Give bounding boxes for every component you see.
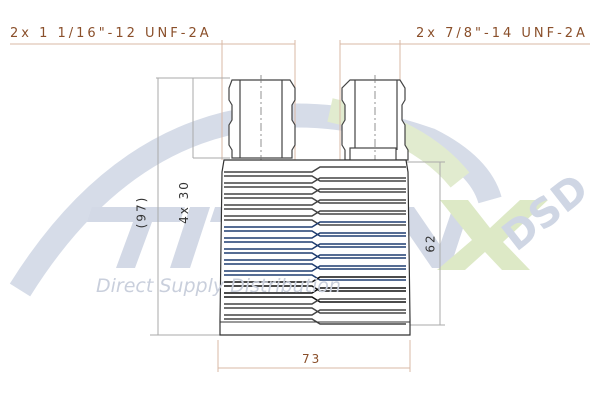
watermark-swoosh (9, 103, 502, 297)
filter-ribs (224, 166, 406, 325)
vertical-dims (150, 77, 445, 336)
dim-body-height: 62 (423, 233, 438, 253)
watermark-tagline: Direct Supply Distribution (96, 275, 341, 297)
dim-overall-height: (97) (134, 195, 149, 229)
dim-width: 73 (302, 352, 322, 366)
dim-pitch: 4x 30 (176, 180, 191, 224)
watermark-x (437, 200, 548, 270)
thread-right-label: 2x 7/8"-14 UNF-2A (416, 26, 588, 41)
thread-left-label: 2x 1 1/16"-12 UNF-2A (10, 26, 212, 41)
